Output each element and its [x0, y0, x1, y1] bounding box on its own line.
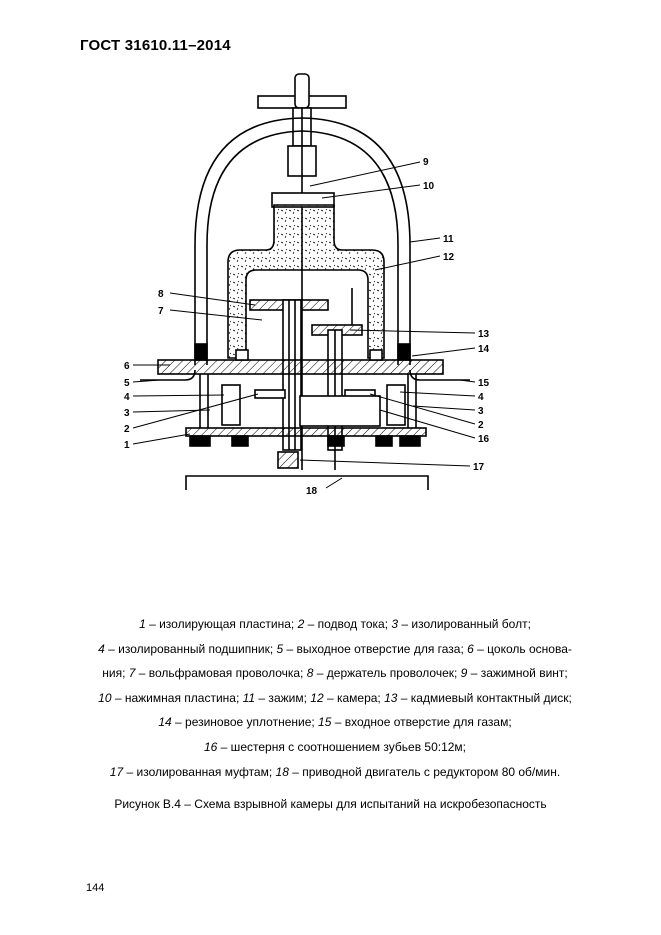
legend-item-text: – изолирующая пластина; — [145, 617, 298, 631]
figure-legend: 1 – изолирующая пластина; 2 – подвод ток… — [40, 612, 630, 784]
callout-6: 6 — [124, 361, 130, 372]
callout-1: 1 — [124, 440, 130, 451]
legend-item-text: – камера; — [323, 690, 385, 705]
legend-item-text: – входное отверстие для газам; — [331, 715, 512, 730]
legend-item-text: ния; — [102, 666, 129, 681]
legend-item-text: – зажим; — [255, 690, 311, 705]
legend-item-number: 11 — [242, 690, 256, 705]
callout-17: 17 — [473, 462, 485, 473]
legend-item-text: – нажимная пластина; — [111, 690, 243, 705]
callout-9: 9 — [423, 157, 429, 168]
drive-motor — [185, 475, 429, 490]
legend-line: 16 – шестерня с соотношением зубьев 50:1… — [40, 735, 630, 760]
callout-2-right: 2 — [478, 420, 484, 431]
legend-item-number: 3 — [391, 617, 399, 631]
legend-item-number: 5 — [276, 641, 284, 656]
legend-item-text: – зажимной винт; — [467, 666, 568, 681]
callout-10: 10 — [423, 181, 435, 192]
legend-line: ния; 7 – вольфрамовая проволочка; 8 – де… — [40, 661, 630, 686]
callout-7: 7 — [158, 306, 164, 317]
legend-item-number: 17 — [109, 764, 124, 779]
callout-4: 4 — [124, 392, 130, 403]
legend-item-text: – изолированный болт; — [398, 617, 531, 631]
page-number: 144 — [86, 882, 105, 894]
legend-line: 17 – изолированная муфтам; 18 – приводно… — [40, 760, 630, 785]
legend-item-text: – подвод тока; — [304, 617, 392, 631]
legend-item-text: – шестерня с соотношением зубьев 50:12м; — [217, 739, 467, 754]
callout-15: 15 — [478, 378, 490, 389]
callout-3: 3 — [124, 408, 130, 419]
legend-item-number: 1 — [139, 617, 146, 631]
legend-item-text: – изолированная муфтам; — [123, 764, 276, 779]
legend-item-text: – резиновое уплотнение; — [171, 715, 319, 730]
legend-item-number: 18 — [275, 764, 289, 779]
callout-16: 16 — [478, 434, 490, 445]
callout-2: 2 — [124, 424, 130, 435]
legend-item-text: – держатель проволочек; — [313, 666, 461, 681]
legend-item-number: 16 — [203, 739, 218, 754]
callout-8: 8 — [158, 289, 164, 300]
callout-11: 11 — [443, 234, 454, 245]
legend-item-text: – вольфрамовая проволочка; — [135, 666, 307, 681]
figure-caption: Рисунок В.4 – Схема взрывной камеры для … — [114, 797, 547, 811]
chamber-bell — [227, 204, 385, 359]
legend-line: 1 – изолирующая пластина; 2 – подвод ток… — [40, 612, 630, 637]
legend-item-number: 15 — [318, 715, 332, 730]
callout-14: 14 — [478, 344, 490, 355]
callout-13: 13 — [478, 329, 490, 340]
legend-line: 14 – резиновое уплотнение; 15 – входное … — [40, 710, 630, 735]
legend-item-text: – изолированный подшипник; — [104, 641, 277, 656]
legend-item-number: 6 — [467, 641, 474, 656]
legend-item-number: 4 — [98, 641, 105, 656]
legend-line: 10 – нажимная пластина; 11 – зажим; 12 –… — [40, 686, 630, 711]
legend-item-text: – кадмиевый контактный диск; — [397, 690, 572, 705]
base-socket — [157, 359, 444, 375]
legend-item-number: 2 — [297, 617, 305, 631]
legend-item-text: – цоколь основа- — [473, 641, 572, 656]
legend-item-text: – приводной двигатель с редуктором 80 об… — [288, 764, 561, 779]
legend-item-number: 8 — [306, 666, 314, 681]
legend-item-text: – выходное отверстие для газа; — [283, 641, 468, 656]
document-header: ГОСТ 31610.11–2014 — [80, 37, 231, 54]
callout-4-right: 4 — [478, 392, 484, 403]
callout-3-right: 3 — [478, 406, 484, 417]
legend-item-number: 9 — [460, 666, 468, 681]
callout-12: 12 — [443, 252, 455, 263]
legend-item-number: 14 — [158, 715, 172, 730]
legend-line: 4 – изолированный подшипник; 5 – выходно… — [40, 637, 630, 662]
t-handle-knob — [294, 73, 310, 109]
legend-item-number: 13 — [384, 690, 398, 705]
legend-item-number: 12 — [310, 690, 324, 705]
legend-item-number: 10 — [98, 690, 112, 705]
insulated-coupling — [277, 451, 299, 469]
callout-18: 18 — [306, 486, 318, 497]
insulating-plate — [185, 427, 427, 437]
explosion-chamber-diagram: 8 7 6 5 4 3 2 1 9 10 11 12 13 14 15 4 3 … — [0, 60, 661, 510]
callout-5: 5 — [124, 378, 130, 389]
legend-item-number: 7 — [128, 666, 136, 681]
